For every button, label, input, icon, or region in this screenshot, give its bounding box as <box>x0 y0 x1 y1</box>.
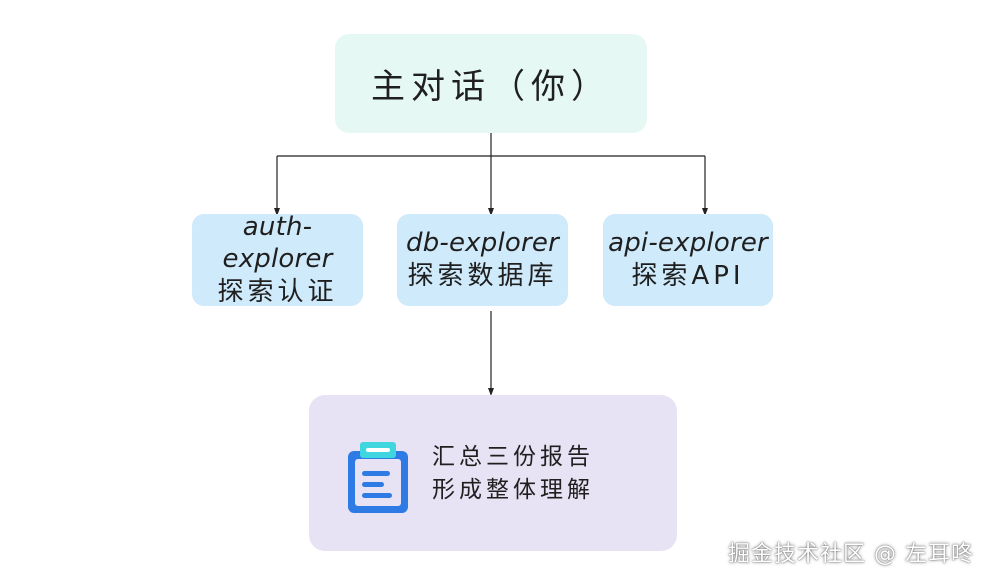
db-explorer-desc: 探索数据库 <box>407 261 558 291</box>
summary-line-1: 汇总三份报告 <box>432 444 594 470</box>
main-conversation-node: 主对话（你） <box>335 34 647 133</box>
api-explorer-desc: 探索API <box>631 261 745 291</box>
auth-explorer-node: auth-explorer 探索认证 <box>192 212 363 307</box>
auth-explorer-desc: 探索认证 <box>217 277 338 307</box>
clipboard-icon <box>348 442 408 513</box>
watermark: 掘金技术社区 @ 左耳咚 <box>728 542 974 567</box>
main-conversation-label: 主对话（你） <box>371 67 611 107</box>
summary-text: 汇总三份报告 形成整体理解 <box>432 441 594 507</box>
summary-line-2: 形成整体理解 <box>432 477 594 503</box>
db-explorer-title: db-explorer <box>406 228 559 258</box>
summary-node: 汇总三份报告 形成整体理解 <box>309 395 677 551</box>
db-explorer-node: db-explorer 探索数据库 <box>397 214 568 306</box>
auth-explorer-title: auth-explorer <box>222 212 333 274</box>
api-explorer-title: api-explorer <box>608 228 768 258</box>
api-explorer-node: api-explorer 探索API <box>603 214 773 306</box>
